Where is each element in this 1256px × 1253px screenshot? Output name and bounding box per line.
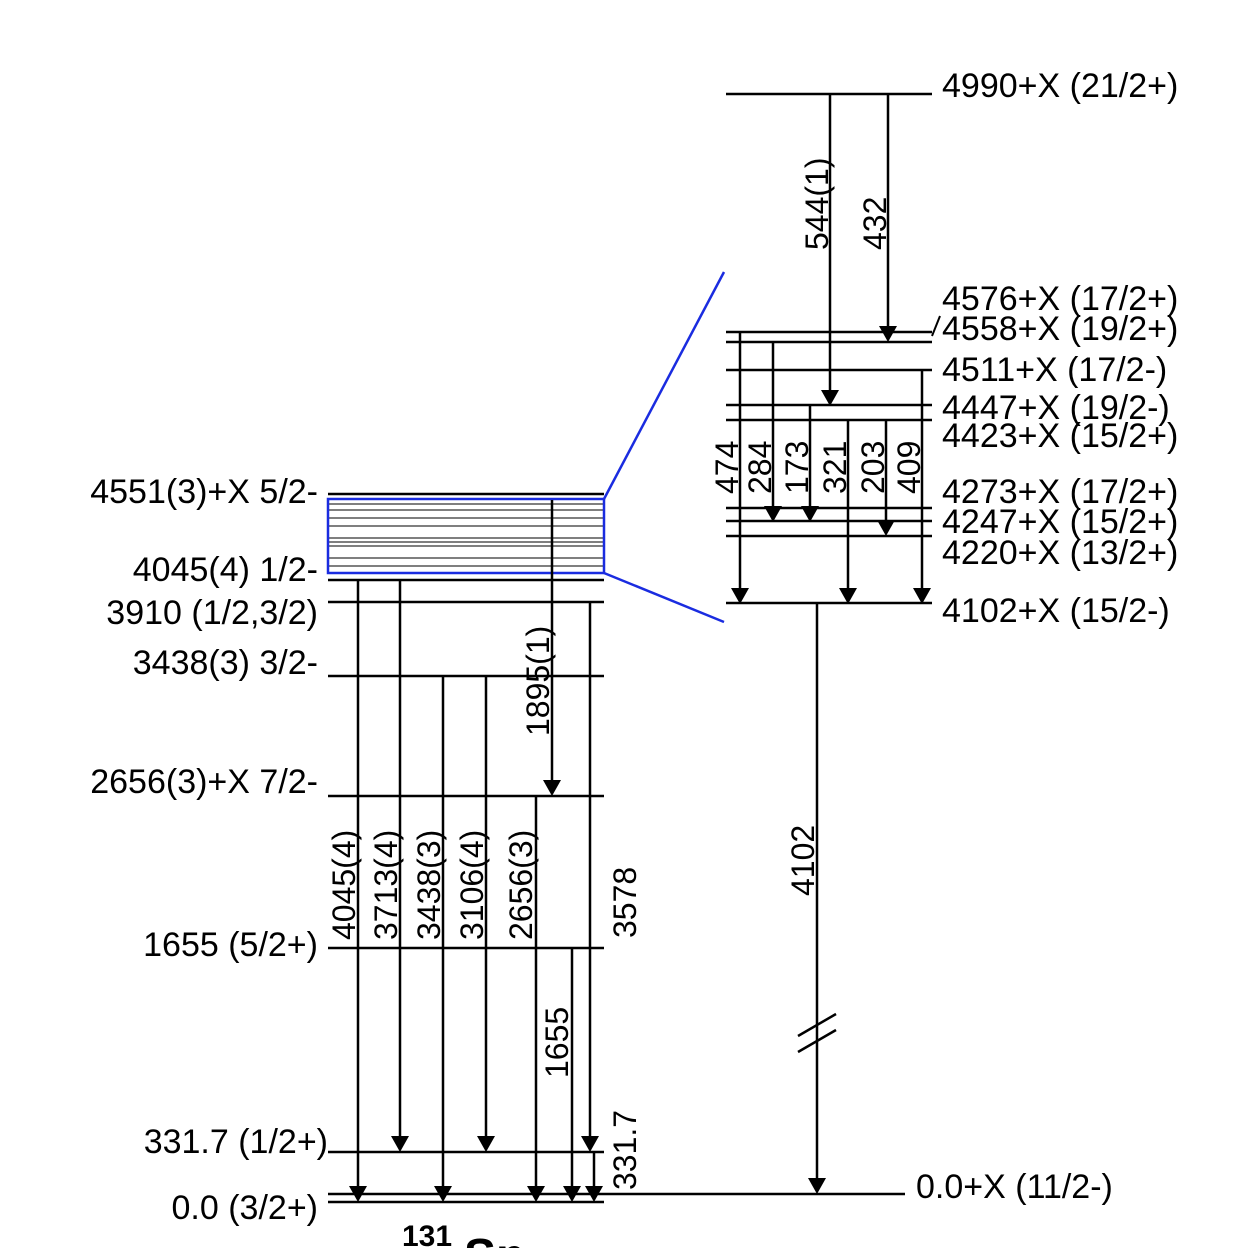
axis-break bbox=[797, 1012, 837, 1054]
level-label: 0.0 (3/2+) bbox=[172, 1189, 318, 1227]
gamma-label: 331.7 bbox=[607, 1110, 643, 1190]
left-gamma-labels: 1895(1) 4045(4) 3713(4) 3438(3) 3106(4) … bbox=[326, 626, 643, 1190]
arrowhead bbox=[391, 1136, 409, 1152]
gamma-label: 544(1) bbox=[799, 158, 835, 251]
arrowhead bbox=[801, 506, 819, 522]
level-label: 3910 (1/2,3/2) bbox=[106, 594, 318, 632]
gamma-label: 409 bbox=[891, 441, 927, 494]
level-label: 4102+X (15/2-) bbox=[942, 592, 1170, 630]
arrowhead bbox=[563, 1186, 581, 1202]
level-label: 4045(4) 1/2- bbox=[133, 551, 318, 589]
gamma-label: 1655 bbox=[539, 1007, 575, 1078]
arrowhead bbox=[349, 1186, 367, 1202]
left-arrowheads bbox=[349, 780, 603, 1202]
gamma-label: 284 bbox=[742, 441, 778, 494]
arrowhead bbox=[581, 1136, 599, 1152]
left-level-band bbox=[328, 503, 604, 567]
break-mark bbox=[797, 1028, 837, 1054]
level-label: 0.0+X (11/2-) bbox=[916, 1168, 1113, 1206]
gamma-label: 2656(3) bbox=[503, 830, 539, 940]
arrowhead bbox=[764, 506, 782, 522]
zoom-connector-top bbox=[602, 271, 726, 500]
arrowhead bbox=[434, 1186, 452, 1202]
right-level-lines bbox=[604, 92, 932, 1196]
level-label: 4551(3)+X 5/2- bbox=[90, 473, 318, 511]
arrowhead bbox=[585, 1186, 603, 1202]
arrowhead bbox=[839, 588, 857, 604]
arrowhead bbox=[808, 1178, 826, 1194]
arrowhead bbox=[477, 1136, 495, 1152]
left-transitions bbox=[356, 500, 596, 1188]
arrowhead bbox=[913, 588, 931, 604]
right-gamma-labels: 544(1) 432 474 284 173 321 203 409 4102 bbox=[709, 158, 927, 897]
level-label: 1655 (5/2+) bbox=[143, 926, 318, 964]
arrowhead bbox=[877, 520, 895, 536]
arrowhead bbox=[879, 326, 897, 342]
level-label: 4447+X (19/2-) bbox=[942, 389, 1170, 427]
label-tie bbox=[931, 315, 941, 337]
nucleus-symbol: Sn bbox=[464, 1230, 525, 1248]
zoom-box bbox=[326, 497, 606, 575]
gamma-label: 3578 bbox=[607, 867, 643, 938]
zoom-connector-bottom bbox=[603, 571, 725, 624]
level-label: 2656(3)+X 7/2- bbox=[90, 763, 318, 801]
level-label: 4247+X (15/2+) bbox=[942, 503, 1178, 541]
arrowhead bbox=[543, 780, 561, 796]
gamma-label: 203 bbox=[855, 441, 891, 494]
gamma-label: 4102 bbox=[785, 825, 821, 896]
right-level-labels: 4990+X (21/2+) 4576+X (17/2+) 4558+X (19… bbox=[916, 67, 1178, 1206]
level-label: 3438(3) 3/2- bbox=[133, 644, 318, 682]
gamma-label: 474 bbox=[709, 441, 745, 494]
gamma-label: 1895(1) bbox=[520, 626, 556, 736]
level-label: 4273+X (17/2+) bbox=[942, 473, 1178, 511]
right-arrowheads bbox=[731, 326, 931, 1194]
gamma-label: 3106(4) bbox=[454, 830, 490, 940]
gamma-label: 3713(4) bbox=[368, 830, 404, 940]
level-label: 4576+X (17/2+) bbox=[942, 280, 1178, 318]
gamma-label: 4045(4) bbox=[326, 830, 362, 940]
zoom-highlight bbox=[326, 271, 726, 624]
level-label: 4990+X (21/2+) bbox=[942, 67, 1178, 105]
left-level-lines bbox=[328, 492, 604, 1204]
arrowhead bbox=[731, 588, 749, 604]
gamma-label: 321 bbox=[817, 441, 853, 494]
left-level-labels: 4551(3)+X 5/2- 4045(4) 1/2- 3910 (1/2,3/… bbox=[90, 473, 328, 1227]
arrowhead bbox=[527, 1186, 545, 1202]
gamma-label: 3438(3) bbox=[411, 830, 447, 940]
level-label: 4558+X (19/2+) bbox=[942, 310, 1178, 348]
gamma-label: 432 bbox=[857, 197, 893, 250]
level-label: 331.7 (1/2+) bbox=[144, 1123, 328, 1161]
nucleus-mass: 131 bbox=[402, 1220, 452, 1248]
arrowhead bbox=[821, 390, 839, 406]
level-label: 4220+X (13/2+) bbox=[942, 534, 1178, 572]
level-label: 4423+X (15/2+) bbox=[942, 417, 1178, 455]
break-mark bbox=[797, 1012, 837, 1038]
gamma-label: 173 bbox=[779, 441, 815, 494]
level-label: 4511+X (17/2-) bbox=[942, 351, 1167, 389]
right-transitions bbox=[738, 94, 924, 1180]
